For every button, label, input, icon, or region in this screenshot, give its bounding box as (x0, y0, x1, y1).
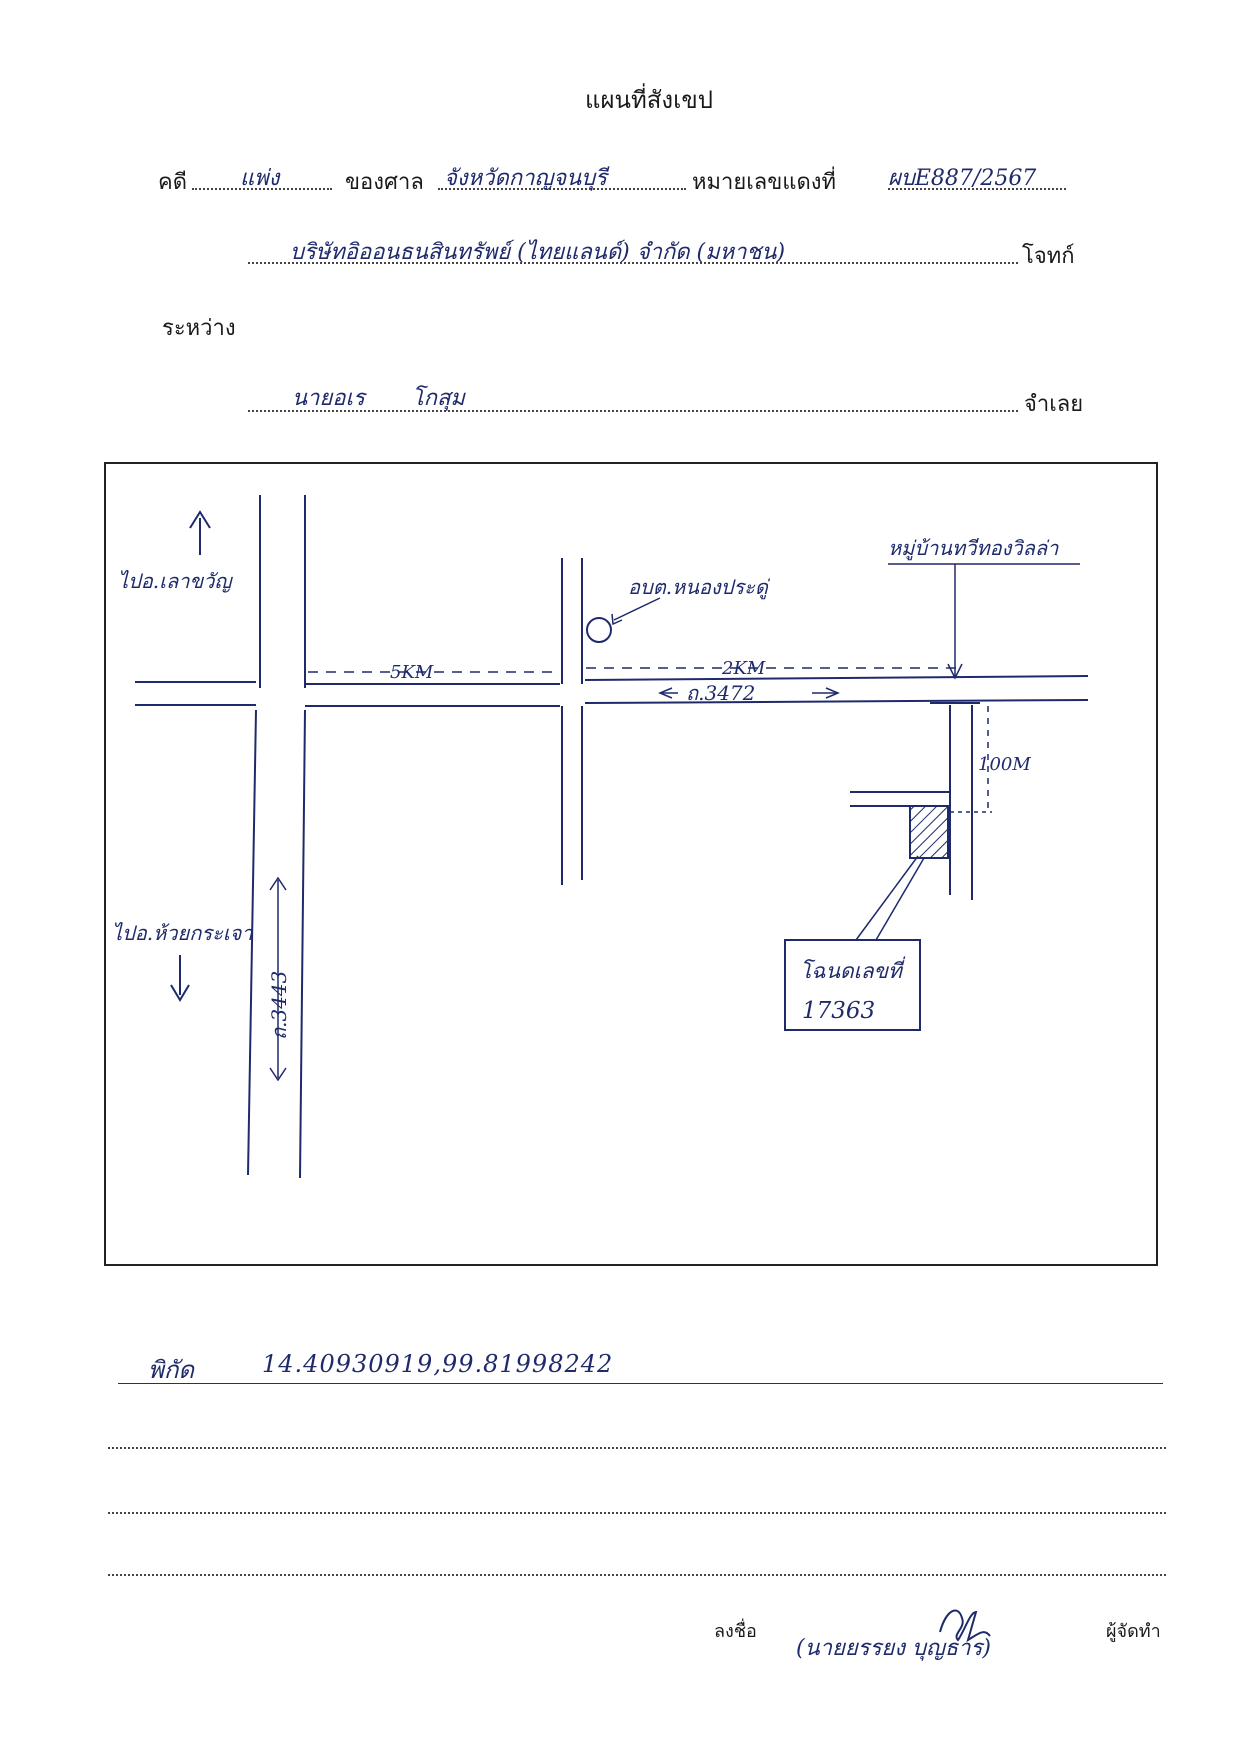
deed-label: โฉนดเลขที่ (800, 956, 906, 983)
coordinates-label: พิกัด (148, 1356, 194, 1384)
north-direction-label: ไปอ.เลาขวัญ (118, 569, 233, 593)
south-arrow-head (170, 984, 190, 1002)
road-3472-label: ถ.3472 (686, 681, 755, 705)
coordinates-underline (118, 1383, 1163, 1384)
distance-100m-label: 100M (978, 754, 1031, 775)
case-number-dotline (888, 188, 1066, 190)
deed-leader-a (855, 855, 919, 941)
signer-role-label: ผู้จัดทำ (1106, 1621, 1161, 1642)
blank-dotline-3 (108, 1574, 1166, 1576)
sao-landmark-circle (586, 617, 612, 643)
case-number-value: ผบE887/2567 (888, 166, 1037, 191)
distance-5km-label: 5KM (390, 662, 434, 683)
signature-mark (939, 1609, 991, 1643)
road-3443-arrow-top (269, 876, 287, 891)
court-dotline (438, 188, 686, 190)
defendant-role-label: จำเลย (1024, 392, 1084, 417)
sao-pointer-head (611, 613, 623, 626)
north-arrow-head (189, 510, 211, 529)
road-h-bottom-east (584, 699, 1089, 704)
plaintiff-name: บริษัทอิออนธนสินทรัพย์ (ไทยแลนด์) จำกัด … (290, 240, 786, 265)
case-number-label: หมายเลขแดงที่ (692, 170, 836, 195)
sao-label: อบต.หนองประดู่ (628, 575, 771, 600)
village-label: หมู่บ้านทวีทองวิลล่า (888, 536, 1059, 561)
map-frame (104, 462, 1158, 1266)
plot-marker (909, 805, 949, 859)
between-label: ระหว่าง (162, 316, 236, 341)
case-type-dotline (192, 188, 332, 190)
road-west-line-right-bottom (299, 709, 306, 1179)
deed-leader-b (875, 857, 925, 941)
sao-pointer (613, 597, 661, 621)
page-title: แผนที่สังเขป (585, 86, 713, 114)
defendant-dotline (248, 410, 1018, 412)
road-west-line-left-bottom (247, 709, 257, 1176)
deed-box (784, 939, 921, 1031)
blank-dotline-2 (108, 1512, 1166, 1514)
case-label: คดี (158, 170, 188, 195)
deed-number: 17363 (802, 998, 875, 1024)
blank-dotline-1 (108, 1447, 1166, 1449)
court-value: จังหวัดกาญจนบุรี (444, 166, 607, 191)
village-pointer-head (947, 663, 963, 680)
sign-label: ลงชื่อ (714, 1621, 757, 1642)
court-label: ของศาล (345, 170, 424, 195)
road-h-top-east (584, 675, 1089, 681)
plaintiff-role-label: โจทก์ (1022, 244, 1075, 269)
defendant-name: นายอเร โกสุม (292, 386, 465, 411)
road-3443-arrow-bottom (269, 1067, 287, 1082)
plaintiff-dotline (248, 262, 1018, 264)
distance-2km-label: 2KM (721, 658, 766, 679)
coordinates-value: 14.40930919,99.81998242 (262, 1350, 614, 1378)
signer-name: (นายยรรยง บุญธาร) (796, 1636, 991, 1661)
case-type-value: แพ่ง (240, 166, 280, 191)
south-direction-label: ไปอ.ห้วยกระเจา (112, 921, 253, 945)
road-3443-label: ถ.3443 (267, 971, 291, 1040)
